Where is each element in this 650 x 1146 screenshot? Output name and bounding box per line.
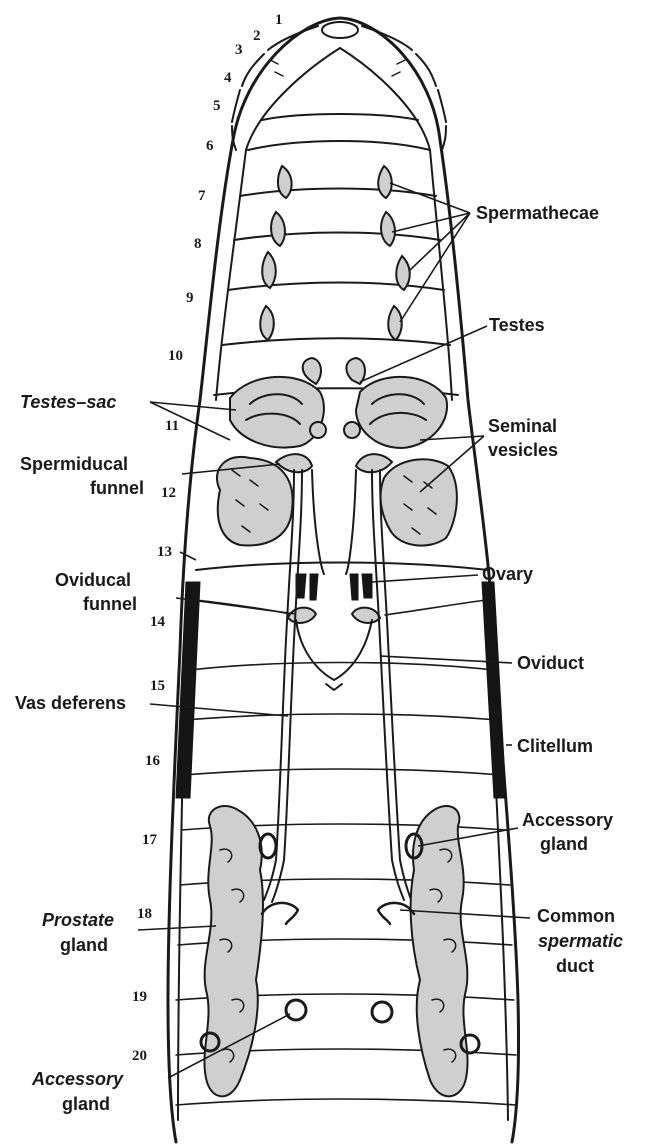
clitellum-bands xyxy=(176,582,506,798)
label-prostate-gland-line1: Prostate xyxy=(42,910,114,930)
segment-number-7: 7 xyxy=(198,188,206,204)
common-spermatic-ducts xyxy=(262,903,414,924)
segment-number-16: 16 xyxy=(145,753,161,769)
segment-number-14: 14 xyxy=(150,614,166,630)
head-segment-rings xyxy=(232,22,446,150)
label-testes-sac: Testes–sac xyxy=(20,392,116,412)
label-common-spermatic-duct-line3: duct xyxy=(556,956,594,976)
segment-number-19: 19 xyxy=(132,989,147,1005)
spermathecae xyxy=(260,166,410,340)
label-spermiducal-funnel-line1: Spermiducal xyxy=(20,454,128,474)
seminal-vesicles xyxy=(217,457,457,546)
label-seminal-vesicles-line1: Seminal xyxy=(488,416,557,436)
label-oviduct: Oviduct xyxy=(517,653,584,673)
label-clitellum: Clitellum xyxy=(517,736,593,756)
segment-number-8: 8 xyxy=(194,236,202,252)
segment-number-15: 15 xyxy=(150,678,165,694)
segment-number-11: 11 xyxy=(165,418,179,434)
segment-number-9: 9 xyxy=(186,290,194,306)
label-accessory-gland-left-line2: gland xyxy=(62,1094,110,1114)
label-spermiducal-funnel-line2: funnel xyxy=(90,478,144,498)
segment-number-4: 4 xyxy=(224,70,232,86)
segment-number-20: 20 xyxy=(132,1048,147,1064)
ovaries xyxy=(296,574,372,600)
label-vas-deferens: Vas deferens xyxy=(15,693,126,713)
segment-number-17: 17 xyxy=(142,832,158,848)
segment-number-1: 1 xyxy=(275,12,283,28)
segment-number-10: 10 xyxy=(168,348,183,364)
label-oviducal-funnel-line1: Oviducal xyxy=(55,570,131,590)
segment-number-5: 5 xyxy=(213,98,221,114)
label-accessory-gland-right-line2: gland xyxy=(540,834,588,854)
structure-labels: Spermathecae Testes Testes–sac Seminal v… xyxy=(15,203,623,1114)
label-ovary: Ovary xyxy=(482,564,533,584)
label-common-spermatic-duct-line2: spermatic xyxy=(538,931,623,951)
label-spermathecae: Spermathecae xyxy=(476,203,599,223)
segment-number-3: 3 xyxy=(235,42,243,58)
label-prostate-gland-line2: gland xyxy=(60,935,108,955)
segment-number-2: 2 xyxy=(253,28,261,44)
prostate-glands xyxy=(204,806,467,1096)
segment-number-18: 18 xyxy=(137,906,152,922)
segment-number-6: 6 xyxy=(206,138,214,154)
segment-number-13: 13 xyxy=(157,544,172,560)
label-accessory-gland-left-line1: Accessory xyxy=(31,1069,124,1089)
label-seminal-vesicles-line2: vesicles xyxy=(488,440,558,460)
segment-number-12: 12 xyxy=(161,485,176,501)
label-common-spermatic-duct-line1: Common xyxy=(537,906,615,926)
label-testes: Testes xyxy=(489,315,545,335)
oviducal-funnels xyxy=(288,608,380,690)
label-accessory-gland-right-line1: Accessory xyxy=(522,810,613,830)
label-oviducal-funnel-line2: funnel xyxy=(83,594,137,614)
